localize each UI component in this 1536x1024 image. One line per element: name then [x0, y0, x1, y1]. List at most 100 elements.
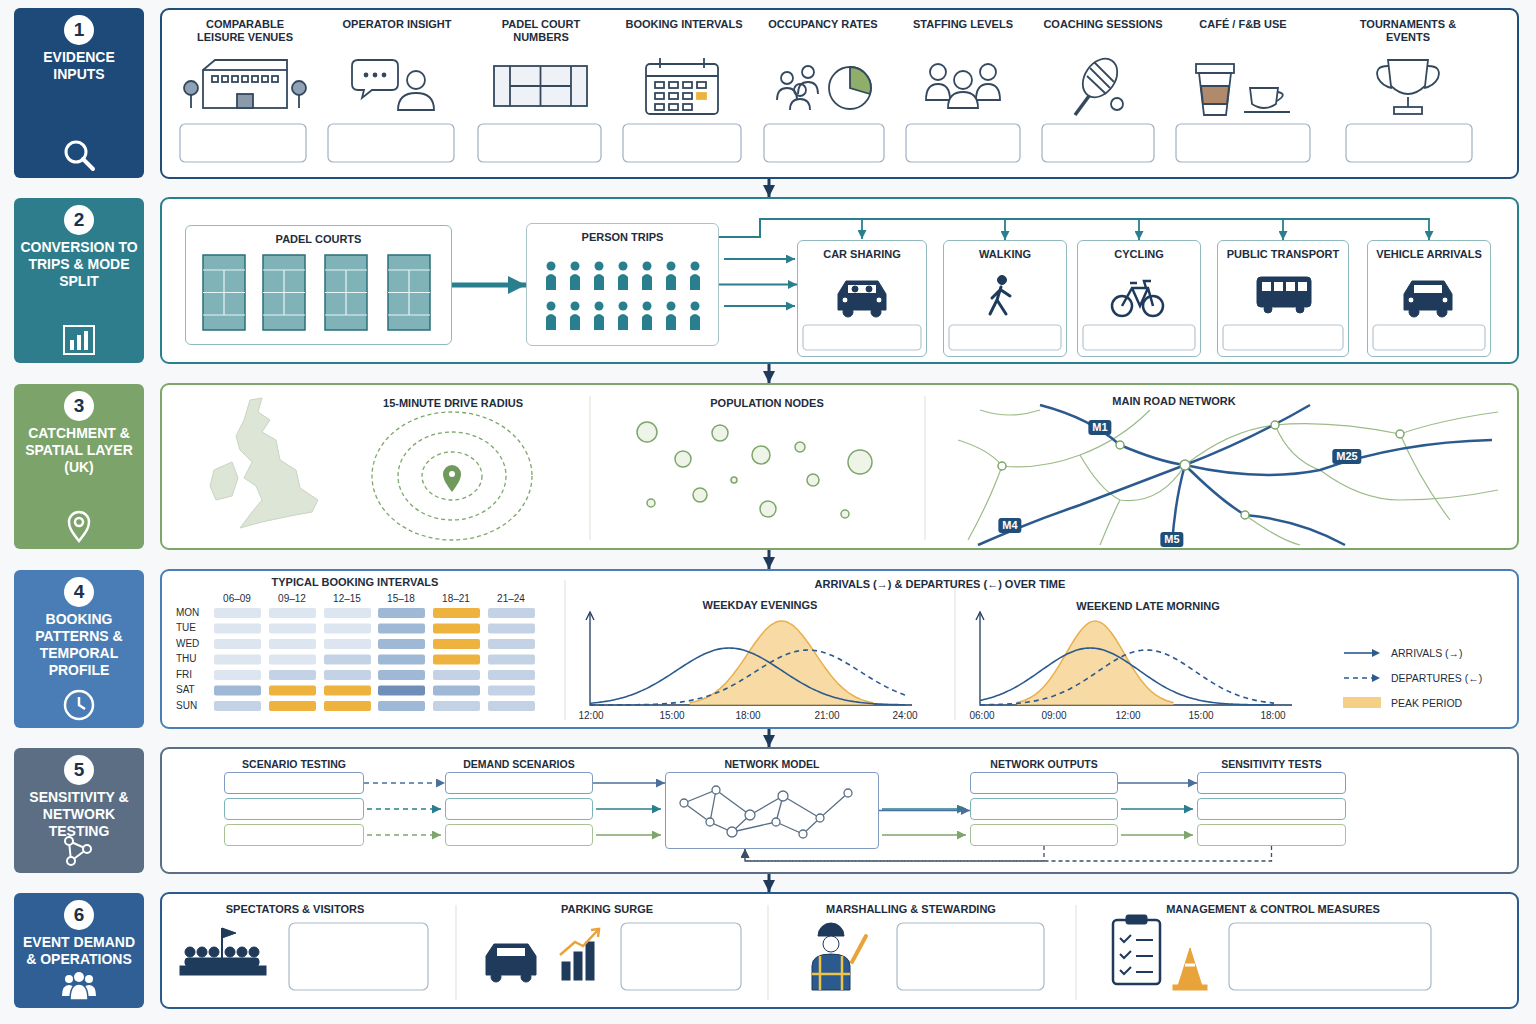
- input-icon: [850, 67, 871, 94]
- decor-arrow: [882, 834, 966, 836]
- step-icon: [59, 509, 99, 543]
- network-graph: [727, 827, 737, 837]
- minor-road: [958, 410, 1150, 467]
- event-icon: [812, 956, 850, 990]
- input-icon: [1075, 96, 1089, 115]
- input-icon: [1377, 66, 1392, 88]
- empty-box: [1197, 824, 1346, 846]
- input-icon: [948, 92, 978, 108]
- row-header: FRI: [176, 668, 210, 681]
- mode-icon: [838, 276, 1452, 318]
- input-icon: [659, 58, 661, 68]
- heatmap-cell: [324, 670, 371, 680]
- input-icon: [1199, 73, 1231, 115]
- step-icon: [59, 138, 99, 172]
- empty-box: [1197, 772, 1346, 794]
- heatmap-cell: [378, 670, 425, 680]
- person-icon: [667, 302, 676, 311]
- input-box: [478, 124, 601, 162]
- scenario-column: SENSITIVITY TESTS: [1197, 757, 1346, 846]
- divider: [564, 580, 565, 720]
- mode-icon: [1257, 277, 1311, 307]
- step-title: SENSITIVITY & NETWORK TESTING: [19, 789, 139, 840]
- event-icon: [249, 947, 259, 957]
- event-icon: [586, 942, 594, 980]
- chart-axis: [976, 612, 984, 620]
- input-icon: [1277, 92, 1283, 101]
- step-title: EVENT DEMAND & OPERATIONS: [19, 934, 139, 968]
- event-icon: [812, 954, 850, 990]
- drive-radius: [422, 452, 482, 500]
- step-label: 6EVENT DEMAND & OPERATIONS: [14, 893, 144, 1008]
- row-header: MON: [176, 606, 210, 619]
- heatmap-cell: [488, 639, 535, 649]
- profile-curve: [1017, 621, 1174, 705]
- scenario-column: SCENARIO TESTING: [224, 757, 364, 846]
- person-icon: [666, 314, 676, 330]
- input-icon: [669, 104, 678, 110]
- mode-box: [1083, 325, 1195, 350]
- input-icon: [298, 95, 300, 108]
- road-shield: M1: [1088, 420, 1111, 435]
- axis-tick: 12:00: [1108, 709, 1148, 722]
- axis-tick: 15:00: [652, 709, 692, 722]
- input-icon: [646, 64, 718, 114]
- section-heading: WEEKEND LATE MORNING: [1048, 600, 1248, 613]
- heatmap-cell: [269, 701, 316, 711]
- column-header: 15–18: [376, 592, 426, 605]
- step-icon: [85, 975, 93, 983]
- input-icon: [1244, 111, 1290, 113]
- event-icon: [1185, 964, 1195, 967]
- flow-arrow: [768, 179, 771, 892]
- court-icon: [388, 255, 430, 330]
- event-icon: [1113, 920, 1160, 984]
- section-heading: PARKING SURGE: [507, 903, 707, 916]
- heatmap-cell: [214, 624, 261, 634]
- event-icon: [222, 928, 236, 938]
- input-icon: [1424, 66, 1439, 88]
- mode-icon: [990, 287, 1010, 314]
- person-icon: [619, 262, 628, 271]
- input-icon: [954, 71, 972, 89]
- connector: [719, 219, 1139, 240]
- minor-road: [980, 410, 1040, 415]
- section-heading: 15-MINUTE DRIVE RADIUS: [353, 397, 553, 410]
- divider: [924, 396, 925, 540]
- population-node: [848, 450, 872, 474]
- mode-icon: [842, 297, 848, 303]
- heatmap-cell: [433, 608, 480, 618]
- connector: [593, 782, 665, 784]
- profile-curve: [980, 648, 1274, 705]
- section-heading: STAFFING LEVELS: [903, 18, 1023, 31]
- chart-axis: [586, 612, 1292, 705]
- input-icon: [184, 81, 198, 95]
- empty-box: [224, 772, 364, 794]
- heatmap-cell: [433, 655, 480, 665]
- location-pin: [443, 465, 461, 492]
- axis-tick: 24:00: [885, 709, 925, 722]
- network-graph: [684, 790, 848, 834]
- event-box: [897, 923, 1044, 990]
- panel-frame: [161, 748, 1518, 873]
- column-header: 12–15: [322, 592, 372, 605]
- input-icon: [252, 76, 258, 82]
- input-box: [764, 124, 884, 162]
- connector: [719, 219, 1005, 240]
- event-icon: [497, 948, 525, 956]
- section-heading: CAFÉ / F&B USE: [1178, 18, 1308, 31]
- mode-box: [1373, 325, 1485, 350]
- step-label: 1EVIDENCE INPUTS: [14, 8, 144, 178]
- network-graph: [745, 810, 755, 820]
- mode-icon: [838, 281, 886, 310]
- input-box: [1176, 124, 1310, 162]
- step-icon: [59, 688, 99, 722]
- main-road: [978, 465, 1185, 545]
- decor-arrow: [596, 834, 661, 836]
- population-node: [712, 425, 728, 441]
- event-icon: [818, 923, 844, 936]
- person-icon: [594, 274, 604, 290]
- event-icon: [180, 966, 266, 975]
- heatmap-cell: [269, 639, 316, 649]
- mode-box: [1223, 325, 1343, 350]
- box-label: PADEL COURTS: [190, 233, 447, 246]
